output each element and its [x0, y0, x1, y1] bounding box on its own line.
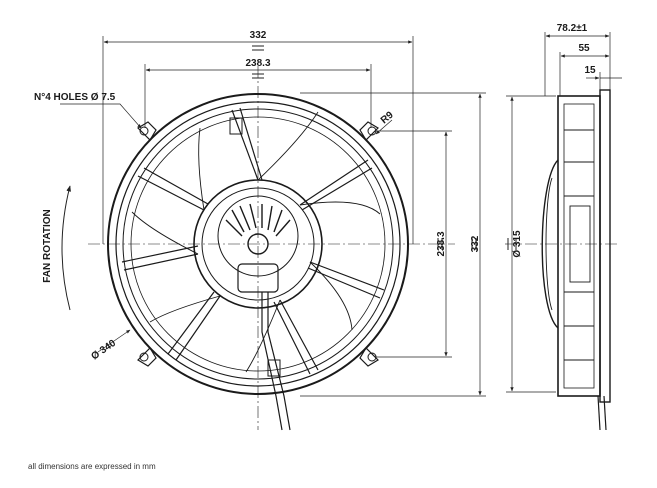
units-footnote: all dimensions are expressed in mm — [28, 462, 156, 471]
outer-ring — [107, 93, 409, 395]
side-view — [505, 89, 620, 431]
blade-tip-circle — [130, 116, 386, 372]
flange — [599, 89, 611, 403]
mounting-hole-tl — [139, 126, 149, 136]
side-diameter-label: Ø 315 — [512, 230, 523, 258]
side-ribs — [564, 129, 594, 361]
outer-diameter-leader — [97, 329, 131, 353]
height-overall-label: 332 — [470, 235, 481, 252]
depth-body-label: 55 — [578, 43, 590, 54]
cable-clip-bottom — [267, 359, 281, 377]
motor-connector — [237, 263, 279, 293]
label-plate — [569, 205, 591, 283]
radius-leader — [375, 119, 393, 135]
holes-callout: N°4 HOLES Ø 7.5 — [34, 92, 116, 103]
shroud-ring — [122, 108, 394, 380]
motor-fins — [225, 203, 291, 237]
power-cable — [261, 292, 283, 431]
hub-middle — [201, 187, 315, 301]
shaft — [247, 233, 269, 255]
radius-label: R9 — [379, 109, 396, 126]
width-overall-label: 332 — [250, 30, 267, 41]
mounting-hole-bl — [139, 352, 149, 362]
height-holes-label: 238.3 — [436, 231, 447, 256]
front-dimensions — [60, 36, 486, 397]
center-marks — [252, 45, 477, 250]
hub-inner — [217, 195, 299, 277]
outer-diameter-label: Ø 340 — [89, 338, 118, 363]
motor-dome — [541, 159, 559, 329]
rotation-label: FAN ROTATION — [42, 209, 53, 283]
holes-leader — [60, 103, 142, 129]
side-dimensions — [506, 32, 622, 393]
front-view — [88, 66, 455, 431]
flange-label: 15 — [584, 65, 596, 76]
depth-total-label: 78.2±1 — [557, 23, 588, 34]
rotation-arrow — [61, 185, 71, 311]
cable-clip-top — [229, 117, 243, 135]
outer-ring-inner — [115, 101, 401, 387]
fan-blades — [131, 111, 381, 373]
side-cable — [597, 395, 601, 431]
width-holes-label: 238.3 — [245, 58, 270, 69]
struts — [121, 107, 385, 375]
hub-outer — [193, 179, 323, 309]
